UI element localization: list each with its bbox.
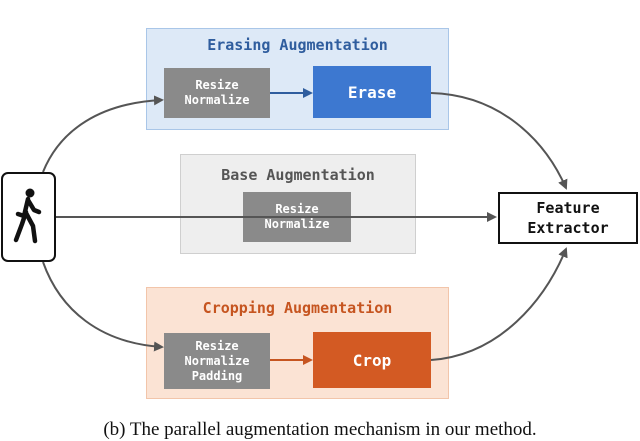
erasing-resize-normalize-box: Resize Normalize xyxy=(164,68,270,118)
erase-box: Erase xyxy=(313,66,431,118)
erasing-augmentation-title: Erasing Augmentation xyxy=(207,36,388,54)
base-augmentation-title: Base Augmentation xyxy=(221,166,375,184)
walking-person-icon xyxy=(1,172,56,262)
arrow-crop-to-extractor xyxy=(430,247,568,361)
feature-extractor-box: Feature Extractor xyxy=(498,192,638,244)
crop-box: Crop xyxy=(313,332,431,388)
arrow-input-to-cropping xyxy=(42,261,164,352)
arrow-input-to-erasing xyxy=(42,95,164,173)
arrow-erase-to-extractor xyxy=(430,92,568,190)
cropping-augmentation-title: Cropping Augmentation xyxy=(202,299,393,317)
figure-caption: (b) The parallel augmentation mechanism … xyxy=(103,419,537,440)
cropping-resize-normalize-padding-box: Resize Normalize Padding xyxy=(164,333,270,389)
